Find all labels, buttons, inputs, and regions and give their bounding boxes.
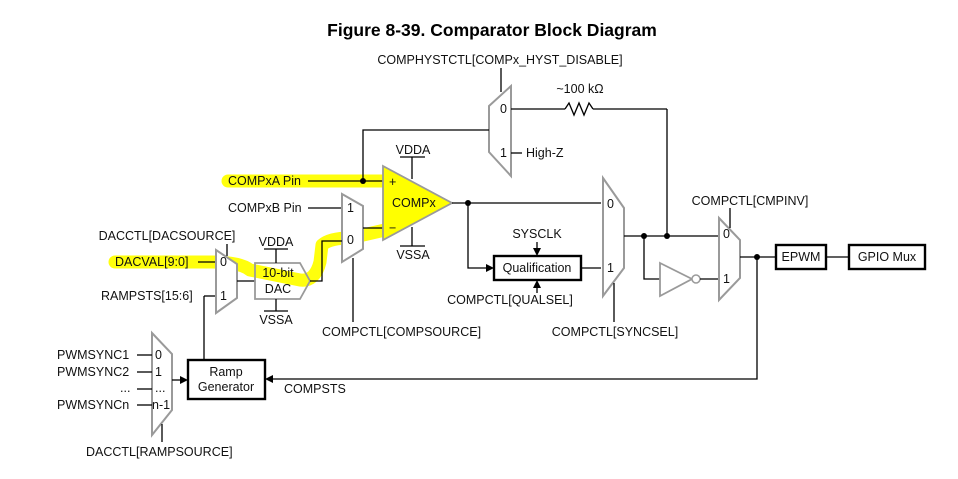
pwmsyncn-label: PWMSYNCn xyxy=(57,398,129,412)
compsource-input-1: 1 xyxy=(347,201,354,215)
rampsource-input-1: 1 xyxy=(155,365,162,379)
compxa-pin-label: COMPxA Pin xyxy=(228,174,301,188)
junction-dot xyxy=(360,178,366,184)
cmpinv-input-1: 1 xyxy=(723,272,730,286)
arrow-icon xyxy=(265,375,273,383)
arrow-icon xyxy=(486,264,494,272)
rampsource-mux xyxy=(151,330,173,438)
pwmsync2-label: PWMSYNC2 xyxy=(57,365,129,379)
arrow-icon xyxy=(533,248,541,256)
hyst-mux-input-1: 1 xyxy=(500,146,507,160)
dac-label-line2: DAC xyxy=(265,282,291,296)
qualification-block xyxy=(492,254,583,282)
arrow-icon xyxy=(180,376,188,384)
syncsel-label: COMPCTL[SYNCSEL] xyxy=(552,325,678,339)
syncsel-input-0: 0 xyxy=(607,197,614,211)
dac-output-wire xyxy=(310,240,342,282)
dacsource-input-1: 1 xyxy=(220,289,227,303)
rampsource-input-0: 0 xyxy=(155,348,162,362)
pwmsync-ellipsis-label: ... xyxy=(120,381,130,395)
ramp-label-line1: Ramp xyxy=(209,365,242,379)
rampsts-label: RAMPSTS[15:6] xyxy=(101,289,193,303)
qualification-label: Qualification xyxy=(503,261,572,275)
resistor-label: ~100 kΩ xyxy=(556,82,603,96)
sysclk-label: SYSCLK xyxy=(512,227,562,241)
rampsource-label: DACCTL[RAMPSOURCE] xyxy=(86,445,233,459)
resistor-icon xyxy=(564,101,594,117)
compsource-label: COMPCTL[COMPSOURCE] xyxy=(322,325,481,339)
gpio-mux-label: GPIO Mux xyxy=(858,250,917,264)
comparator-triangle xyxy=(382,164,454,242)
compsource-mux xyxy=(341,192,364,264)
ramp-generator-block xyxy=(186,358,267,401)
comparator-vssa-label: VSSA xyxy=(396,248,430,262)
plus-input-label: + xyxy=(389,175,396,189)
syncsel-input-1: 1 xyxy=(607,261,614,275)
epwm-label: EPWM xyxy=(782,250,821,264)
inverter-icon xyxy=(659,261,694,298)
dac-block xyxy=(254,262,312,300)
cmpinv-label: COMPCTL[CMPINV] xyxy=(692,194,809,208)
pwmsync1-label: PWMSYNC1 xyxy=(57,348,129,362)
dac-label-line1: 10-bit xyxy=(262,266,294,280)
hysteresis-mux xyxy=(488,83,512,179)
qualsel-label: COMPCTL[QUALSEL] xyxy=(447,293,573,307)
highlight-comparator-fill xyxy=(383,166,452,240)
cmpinv-mux xyxy=(718,215,741,303)
dac-vdda-label: VDDA xyxy=(259,235,294,249)
arrow-icon xyxy=(533,280,541,288)
ramp-label-line2: Generator xyxy=(198,380,254,394)
rampsource-input-n-1: n-1 xyxy=(152,398,170,412)
rampsource-input-ellipsis: ... xyxy=(155,381,165,395)
dacsource-input-0: 0 xyxy=(220,255,227,269)
minus-input-label: − xyxy=(389,221,396,235)
dac-vssa-label: VSSA xyxy=(259,313,293,327)
hyst-mux-input-0: 0 xyxy=(500,102,507,116)
cmpinv-input-0: 0 xyxy=(723,227,730,241)
compsource-input-0: 0 xyxy=(347,233,354,247)
syncsel-mux xyxy=(602,174,625,299)
figure-title: Figure 8-39. Comparator Block Diagram xyxy=(327,20,657,40)
compxb-pin-label: COMPxB Pin xyxy=(228,201,302,215)
high-z-label: High-Z xyxy=(526,146,564,160)
compsts-label: COMPSTS xyxy=(284,382,346,396)
compsts-wire xyxy=(272,257,758,380)
comparator-vdda-label: VDDA xyxy=(396,143,431,157)
dacsource-label: DACCTL[DACSOURCE] xyxy=(99,229,236,243)
dacsource-mux xyxy=(215,248,238,315)
dacval-label: DACVAL[9:0] xyxy=(115,255,188,269)
gpio-mux-block xyxy=(847,243,927,271)
comparator-label: COMPx xyxy=(392,196,437,210)
hyst-ctl-label: COMPHYSTCTL[COMPx_HYST_DISABLE] xyxy=(377,53,622,67)
